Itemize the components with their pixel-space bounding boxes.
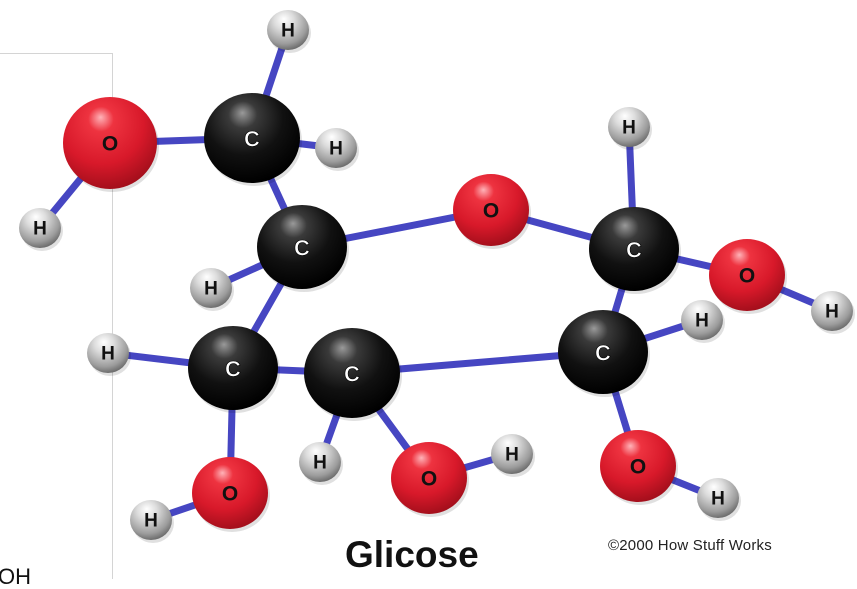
atom-h-o1: H	[811, 291, 855, 334]
atom-h-o4: H	[130, 500, 174, 543]
atom-h-o3: H	[491, 434, 535, 477]
atom-sphere-o	[391, 442, 467, 514]
atom-sphere-c	[257, 205, 347, 289]
atom-c1: C	[589, 207, 681, 294]
atom-sphere-h	[491, 434, 533, 474]
atom-o1: O	[709, 239, 787, 314]
atom-c3: C	[304, 328, 402, 421]
frame-top-border	[0, 53, 113, 54]
atom-sphere-o	[453, 174, 529, 246]
atom-o3: O	[391, 442, 469, 517]
atom-sphere-h	[608, 107, 650, 147]
atom-sphere-o	[192, 457, 268, 529]
atom-h6b: H	[315, 128, 359, 171]
atom-h-o2: H	[697, 478, 741, 521]
atom-sphere-h	[299, 442, 341, 482]
atom-sphere-h	[681, 300, 723, 340]
atom-c2: C	[558, 310, 650, 397]
atom-sphere-h	[130, 500, 172, 540]
atom-sphere-h	[190, 268, 232, 308]
atom-h1: H	[608, 107, 652, 150]
molecule-title: Glicose	[345, 534, 479, 575]
atom-sphere-h	[811, 291, 853, 331]
atom-c6: C	[204, 93, 302, 186]
atom-c5: C	[257, 205, 349, 292]
atom-sphere-c	[204, 93, 300, 183]
atom-h4: H	[87, 333, 131, 376]
atom-sphere-h	[697, 478, 739, 518]
atom-o6: O	[63, 97, 159, 192]
atom-sphere-h	[87, 333, 129, 373]
atom-sphere-o	[709, 239, 785, 311]
atom-sphere-c	[188, 326, 278, 410]
atom-sphere-h	[19, 208, 61, 248]
atom-h2: H	[681, 300, 725, 343]
atom-sphere-c	[589, 207, 679, 291]
atom-h6a: H	[267, 10, 311, 53]
atom-o4: O	[192, 457, 270, 532]
atom-sphere-o	[600, 430, 676, 502]
atom-o-ring: O	[453, 174, 531, 249]
atom-sphere-h	[315, 128, 357, 168]
atom-c4: C	[188, 326, 280, 413]
atom-h3: H	[299, 442, 343, 485]
frame-right-border	[112, 53, 113, 579]
atom-sphere-o	[63, 97, 157, 189]
atom-h5: H	[190, 268, 234, 311]
atom-o2: O	[600, 430, 678, 505]
copyright-notice: ©2000 How Stuff Works	[608, 537, 772, 554]
atom-sphere-h	[267, 10, 309, 50]
atom-h-o6: H	[19, 208, 63, 251]
atom-sphere-c	[558, 310, 648, 394]
atom-sphere-c	[304, 328, 400, 418]
